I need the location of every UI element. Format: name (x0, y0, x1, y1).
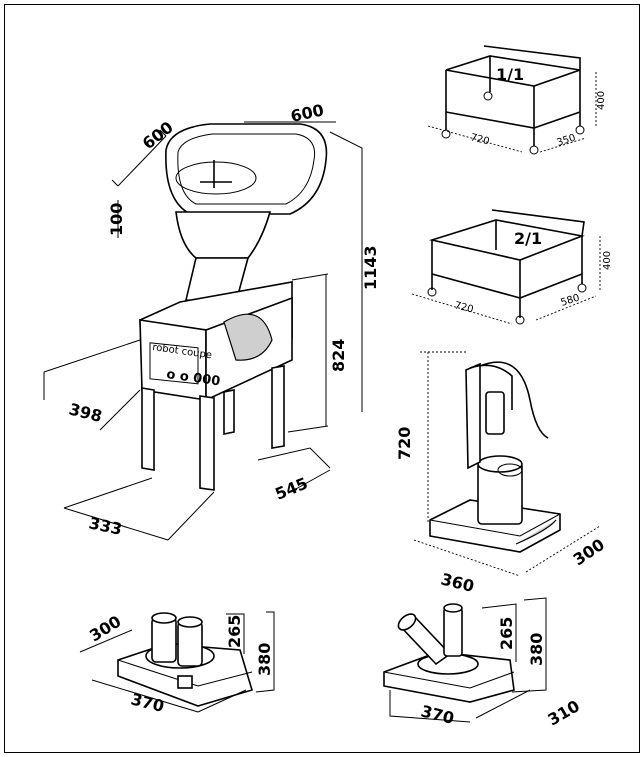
twin-hopper-height-total: 380 (255, 643, 274, 676)
twin-hopper-width: 370 (129, 689, 166, 716)
tilt-hopper-depth: 310 (545, 696, 583, 729)
twin-hopper (79, 611, 275, 713)
trolley-2-1-width: 580 (560, 292, 582, 308)
twin-hopper-height-small: 265 (225, 615, 244, 648)
trolley-1-1-label: 1/1 (496, 65, 524, 84)
lever-unit-depth: 300 (570, 535, 608, 569)
dim-height-824: 824 (329, 339, 348, 372)
main-machine: robot coupe o o 000 (43, 121, 363, 541)
trolley-2-1 (411, 209, 601, 325)
dim-rim-100: 100 (107, 203, 126, 236)
svg-text:o o 000: o o 000 (165, 367, 221, 389)
lever-unit (413, 351, 601, 577)
tilt-hopper-height-small: 265 (497, 617, 516, 650)
tilt-hopper-height-total: 380 (527, 633, 546, 666)
tilt-hopper-width: 370 (419, 701, 456, 728)
trolley-1-1-width: 350 (556, 132, 578, 148)
trolley-1-1-length: 720 (469, 132, 490, 147)
lever-unit-height: 720 (395, 427, 414, 460)
dim-depth-545: 545 (272, 474, 310, 504)
twin-hopper-depth: 300 (86, 612, 124, 646)
trolley-2-1-height: 400 (602, 251, 613, 270)
trolley-1-1-height: 400 (596, 91, 607, 110)
dim-width-333: 333 (87, 513, 124, 539)
trolley-2-1-label: 2/1 (514, 229, 542, 248)
lever-unit-width: 360 (439, 569, 476, 596)
dim-height-1143: 1143 (361, 245, 380, 290)
dim-depth-398: 398 (67, 399, 104, 426)
tilt-hopper (383, 597, 547, 723)
trolley-2-1-length: 720 (453, 300, 474, 315)
trolley-1-1 (427, 45, 597, 155)
